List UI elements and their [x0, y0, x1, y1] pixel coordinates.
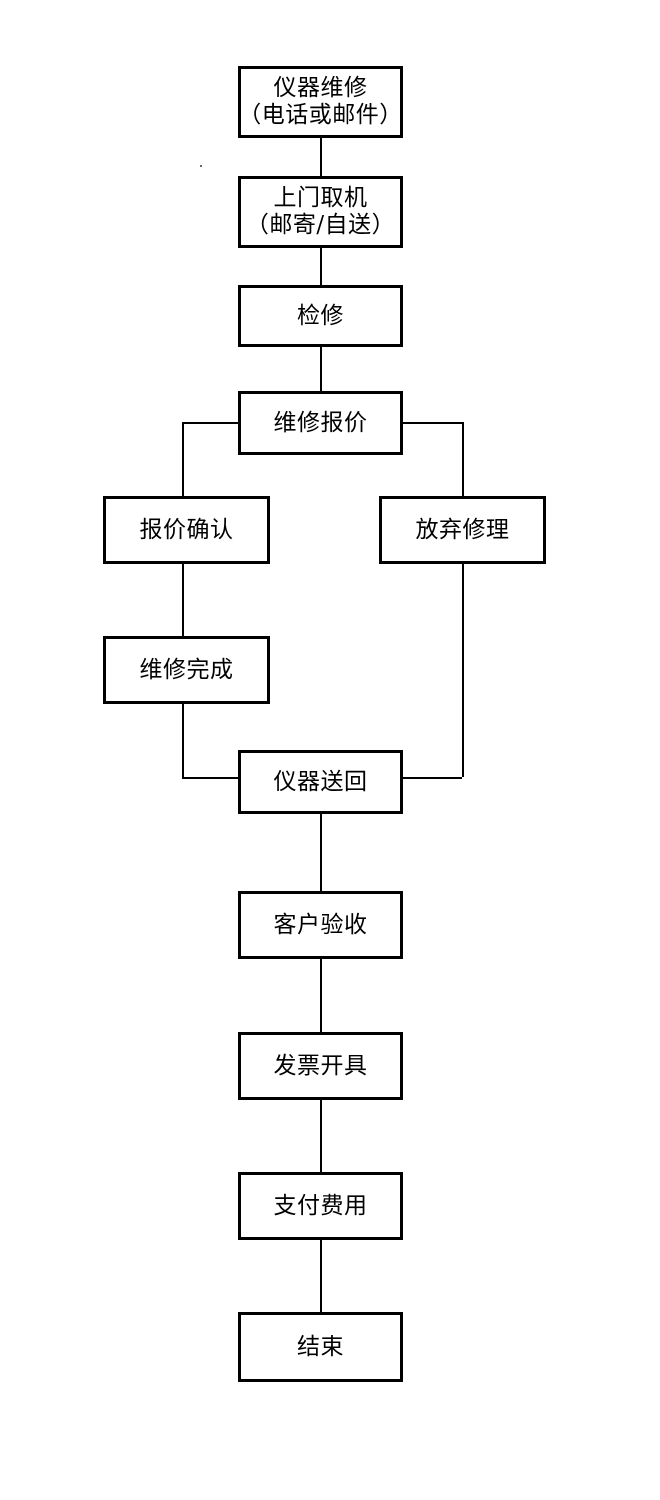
node-label-line: 维修完成: [139, 656, 234, 683]
ink-speck-artifact: [200, 165, 202, 167]
connector-line: [182, 422, 238, 424]
node-label-line: 仪器维修: [273, 75, 368, 102]
node-label-line: 结束: [297, 1333, 344, 1360]
node-label-line: 客户验收: [273, 911, 368, 938]
flowchart-node-repair-request: 仪器维修（电话或邮件）: [238, 66, 403, 138]
node-label-line: （电话或邮件）: [238, 102, 403, 128]
node-label-line: 放弃修理: [415, 516, 510, 543]
flowchart-node-payment: 支付费用: [238, 1172, 403, 1240]
connector-line: [320, 959, 322, 1032]
connector-line: [182, 564, 184, 636]
connector-line: [320, 347, 322, 391]
flowchart-node-quote-confirm: 报价确认: [103, 496, 270, 564]
node-label-line: 仪器送回: [273, 768, 368, 795]
connector-line: [462, 422, 464, 496]
connector-line: [403, 777, 462, 779]
flowchart-node-repair-complete: 维修完成: [103, 636, 270, 704]
flowchart-node-invoice-issue: 发票开具: [238, 1032, 403, 1100]
connector-line: [320, 138, 322, 176]
node-label-line: 发票开具: [273, 1052, 368, 1079]
node-label-line: 维修报价: [273, 409, 368, 436]
connector-line: [182, 704, 184, 778]
connector-line: [182, 777, 238, 779]
node-label-line: 检修: [297, 302, 344, 329]
connector-line: [182, 422, 184, 496]
flowchart-node-end: 结束: [238, 1312, 403, 1382]
flowchart-node-pickup: 上门取机（邮寄/自送）: [238, 176, 403, 248]
connector-line: [403, 422, 462, 424]
connector-line: [320, 1100, 322, 1172]
flowchart-node-customer-acceptance: 客户验收: [238, 891, 403, 959]
connector-line: [320, 248, 322, 285]
connector-line: [320, 1240, 322, 1312]
node-label-line: （邮寄/自送）: [245, 212, 396, 238]
connector-line: [320, 814, 322, 891]
node-label-line: 上门取机: [273, 185, 368, 212]
connector-line: [462, 564, 464, 777]
flowchart-node-repair-quote: 维修报价: [238, 391, 403, 455]
flowchart-node-return-device: 仪器送回: [238, 750, 403, 814]
node-label-line: 报价确认: [139, 516, 234, 543]
flowchart-node-abandon-repair: 放弃修理: [379, 496, 546, 564]
node-label-line: 支付费用: [273, 1192, 368, 1219]
flowchart-node-inspection: 检修: [238, 285, 403, 347]
